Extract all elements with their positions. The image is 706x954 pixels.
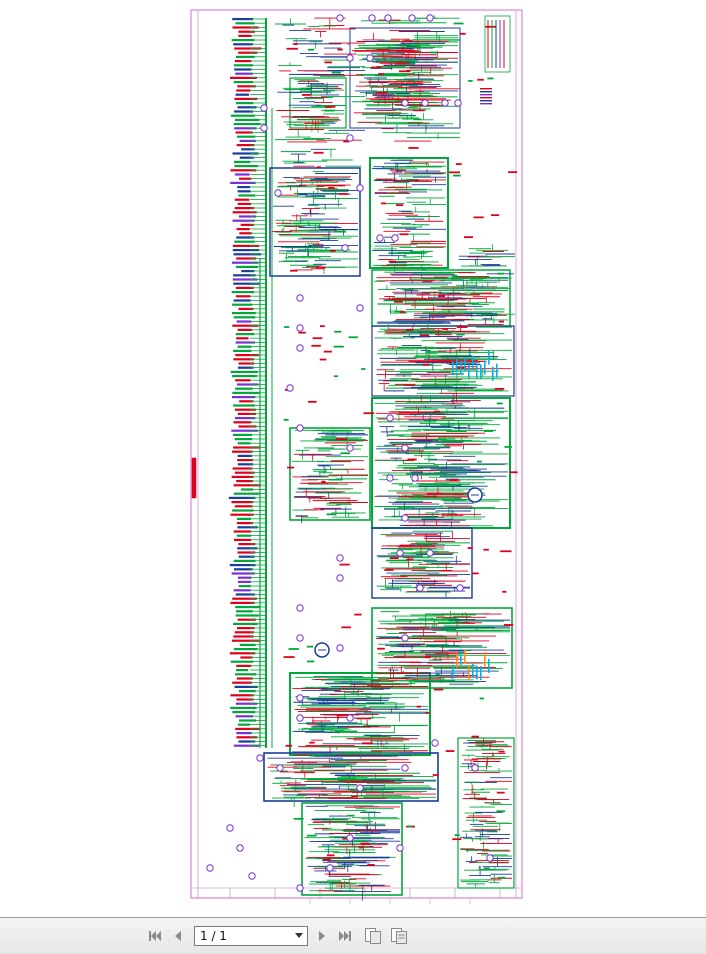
- two-page-view-icon: [391, 928, 407, 944]
- last-page-button[interactable]: [335, 926, 355, 946]
- two-page-view-button[interactable]: [389, 926, 409, 946]
- document-viewport[interactable]: [0, 0, 706, 918]
- schematic-page: [190, 8, 524, 904]
- viewer-toolbar: 1 / 1: [0, 918, 706, 954]
- page-number-select[interactable]: 1 / 1: [194, 926, 308, 946]
- single-page-view-button[interactable]: [363, 926, 383, 946]
- last-page-icon: [339, 931, 351, 941]
- wiring-diagram: [190, 9, 523, 904]
- chevron-down-icon: [291, 927, 307, 945]
- single-page-view-icon: [365, 928, 381, 944]
- previous-page-icon: [175, 931, 181, 941]
- next-page-button[interactable]: [312, 926, 332, 946]
- first-page-icon: [149, 931, 161, 941]
- first-page-button[interactable]: [145, 926, 165, 946]
- previous-page-button[interactable]: [168, 926, 188, 946]
- page-indicator-text: 1 / 1: [200, 929, 227, 943]
- next-page-icon: [319, 931, 325, 941]
